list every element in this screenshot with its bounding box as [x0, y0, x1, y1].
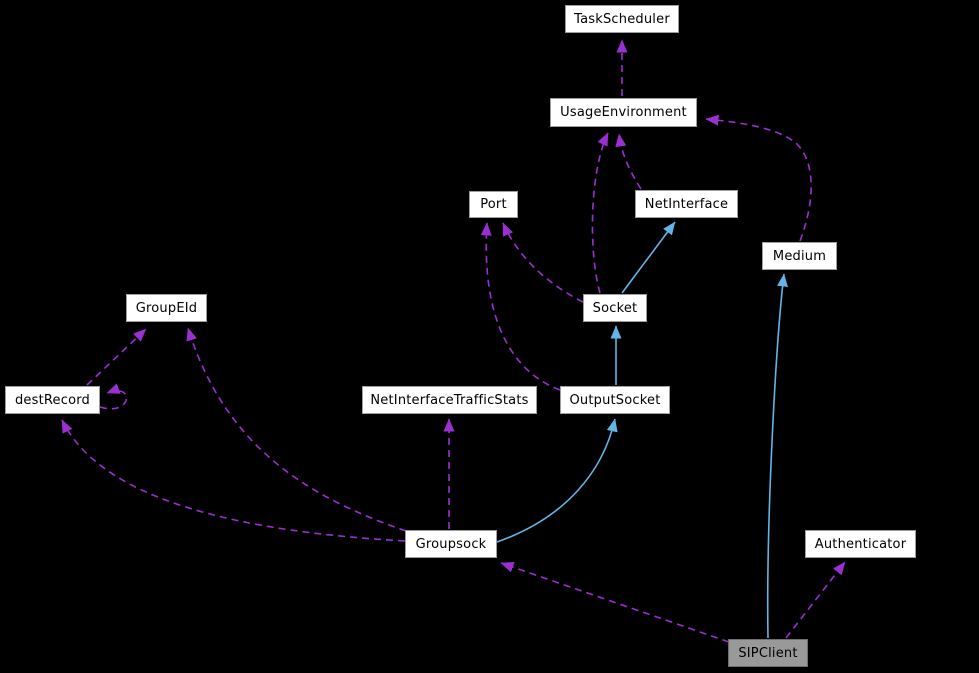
edge-usage-Groupsock-destRecord [61, 419, 406, 542]
edge-usage-OutputSocket-Port [480, 222, 561, 391]
edge-usage-Socket-Port [502, 222, 584, 303]
edge-inherit-SIPClient-Medium [766, 273, 788, 639]
node-UsageEnvironment[interactable]: UsageEnvironment [550, 98, 697, 127]
node-GroupEId[interactable]: GroupEId [126, 294, 207, 322]
node-SIPClient[interactable]: SIPClient [728, 639, 808, 667]
edge-usage-Groupsock-GroupEId [186, 327, 407, 532]
edge-usage-destRecord-self [99, 383, 128, 410]
node-destRecord[interactable]: destRecord [5, 386, 100, 414]
edge-inherit-Groupsock-OutputSocket [496, 418, 618, 543]
edge-usage-SIPClient-Authenticator [785, 561, 846, 639]
edge-usage-SIPClient-Groupsock [500, 561, 730, 643]
edge-usage-Socket-UsageEnvironment [591, 132, 609, 294]
node-Port[interactable]: Port [469, 191, 518, 218]
node-TaskScheduler[interactable]: TaskScheduler [565, 5, 679, 33]
edge-usage-destRecord-GroupEId [86, 328, 147, 386]
node-OutputSocket[interactable]: OutputSocket [560, 386, 670, 414]
node-Groupsock[interactable]: Groupsock [405, 530, 497, 558]
node-NetInterface[interactable]: NetInterface [635, 190, 738, 218]
edge-usage-Medium-UsageEnvironment [705, 114, 812, 242]
edge-usage-NetInterface-UsageEnvironment [615, 133, 642, 190]
node-Medium[interactable]: Medium [762, 242, 837, 270]
edge-inherit-Socket-NetInterface [621, 221, 676, 294]
node-NetInterfaceTrafficStats[interactable]: NetInterfaceTrafficStats [362, 386, 537, 414]
node-Authenticator[interactable]: Authenticator [805, 530, 916, 558]
node-Socket[interactable]: Socket [583, 294, 647, 322]
